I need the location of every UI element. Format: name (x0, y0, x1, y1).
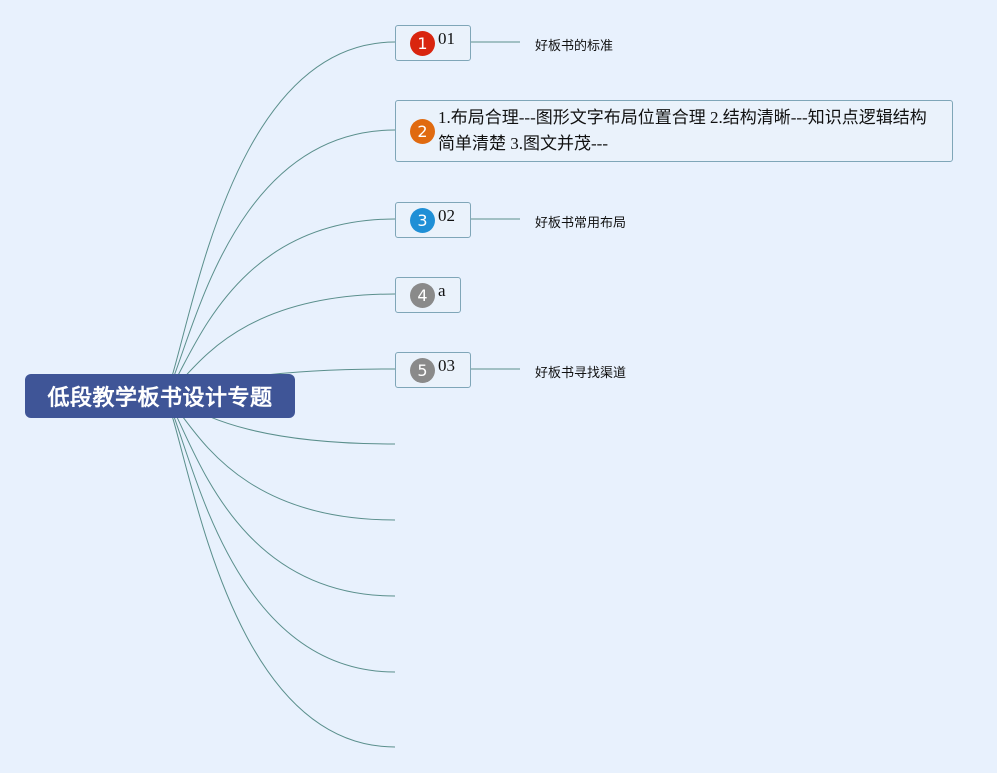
branch-line-1 (164, 41, 396, 397)
priority-1-icon: 1 (410, 30, 435, 56)
branch-line-9 (164, 395, 396, 673)
topic-1-note[interactable]: 好板书的标准 (535, 39, 614, 54)
branch-line-8 (164, 395, 396, 597)
root-topic-title: 低段教学板书设计专题 (47, 386, 273, 411)
topic-3-text: 02 (438, 206, 455, 225)
priority-3-icon: 3 (410, 207, 435, 233)
topic-2[interactable]: 2 1.布局合理---图形文字布局位置合理 2.结构清晰---知识点逻辑结构简单… (395, 100, 953, 162)
topic-3-note[interactable]: 好板书常用布局 (535, 216, 627, 231)
topic-4[interactable]: 4 a (395, 277, 461, 313)
priority-5-icon: 5 (410, 357, 435, 383)
priority-2-icon: 2 (410, 118, 435, 144)
topic-5-text: 03 (438, 356, 455, 375)
root-topic[interactable]: 低段教学板书设计专题 (25, 374, 295, 418)
priority-4-icon: 4 (410, 282, 435, 308)
topic-5[interactable]: 5 03 (395, 352, 471, 388)
topic-2-text: 1.布局合理---图形文字布局位置合理 2.结构清晰---知识点逻辑结构简单清楚… (438, 108, 927, 153)
topic-1-text: 01 (438, 29, 455, 48)
topic-5-note[interactable]: 好板书寻找渠道 (535, 366, 627, 381)
branch-line-2 (164, 129, 396, 397)
branch-line-10 (164, 395, 396, 748)
topic-1[interactable]: 1 01 (395, 25, 471, 61)
topic-3[interactable]: 3 02 (395, 202, 471, 238)
topic-4-text: a (438, 281, 446, 300)
